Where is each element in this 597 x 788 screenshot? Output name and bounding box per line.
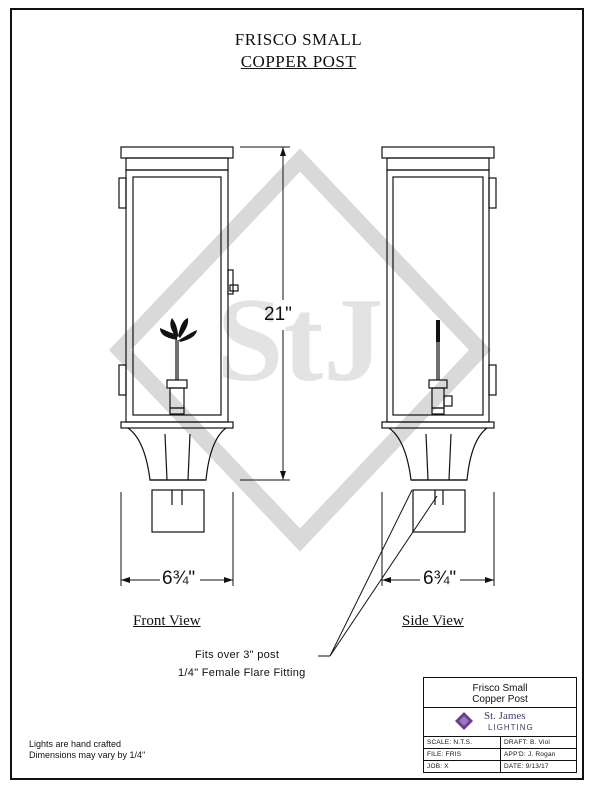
side-view-label: Side View xyxy=(402,613,464,629)
title-block-product-line1: Frisco Small xyxy=(472,683,528,694)
title-block-appd: APP'D: J. Rogan xyxy=(504,751,556,758)
watermark-logo xyxy=(108,148,492,552)
front-view-lantern xyxy=(118,146,239,533)
callout-post-fit: Fits over 3" post xyxy=(195,649,280,661)
width-front-label: 6¾" xyxy=(162,568,196,589)
title-block-draft: DRAFT: B. Viol xyxy=(504,739,551,746)
height-dimension-label: 21" xyxy=(264,304,292,325)
brand-logo-icon xyxy=(455,712,473,730)
front-view-label: Front View xyxy=(133,613,201,629)
title-block-job: JOB: X xyxy=(427,763,449,770)
title-block-date: DATE: 9/13/17 xyxy=(504,763,549,770)
drawing-title-line2: COPPER POST xyxy=(240,52,357,71)
note-dimensions-vary: Dimensions may vary by 1/4" xyxy=(29,750,146,760)
title-block: Frisco Small Copper Post St. James LIGHT… xyxy=(423,677,577,773)
side-view-lantern xyxy=(381,146,497,533)
side-flame-icon xyxy=(436,320,440,342)
width-side-label: 6¾" xyxy=(423,568,457,589)
title-block-product-line2: Copper Post xyxy=(472,694,528,705)
watermark-text: StJ xyxy=(217,273,384,406)
brand-name: St. James xyxy=(484,710,526,722)
front-flame-icon xyxy=(160,318,197,342)
callout-flare-fitting: 1/4" Female Flare Fitting xyxy=(178,667,306,679)
title-block-file: FILE: FRIS xyxy=(427,751,462,758)
note-hand-crafted: Lights are hand crafted xyxy=(29,739,122,749)
callout-leaders xyxy=(318,489,438,657)
height-dimension xyxy=(240,146,290,481)
drawing-border xyxy=(10,8,584,780)
brand-subtitle: LIGHTING xyxy=(488,723,534,732)
drawing-title-line1: FRISCO SMALL xyxy=(234,30,363,49)
title-block-scale: SCALE: N.T.S. xyxy=(427,739,473,746)
